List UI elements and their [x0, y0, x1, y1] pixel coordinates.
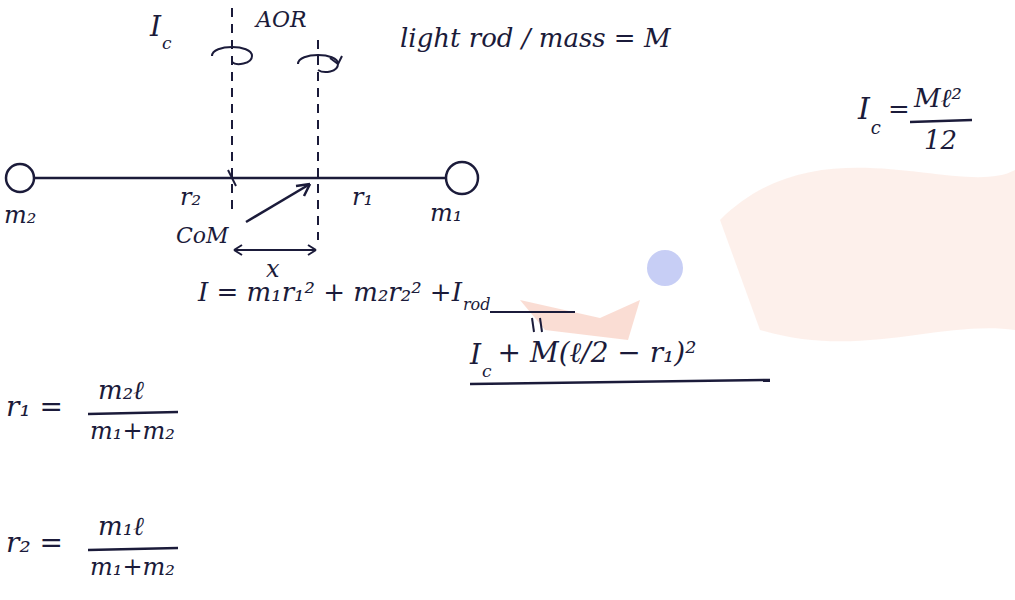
formula-text: I = m₁r₁² + m₂r₂² +: [198, 278, 452, 307]
formula-text: =: [888, 95, 910, 124]
dimension-line: [234, 249, 316, 251]
formula-text: m₂ℓ: [98, 376, 144, 405]
formula-text: 12: [924, 126, 957, 155]
watermark-dot: [647, 250, 683, 286]
formula-text: light rod / mass = M: [400, 24, 671, 53]
fraction-bar: [88, 548, 178, 550]
formula-text: + M(ℓ/2 − r₁)²: [498, 338, 697, 369]
formula-text: r₁: [352, 184, 373, 210]
formula-text: c: [162, 34, 172, 53]
mass-circle: [446, 162, 478, 194]
equals-mark: [532, 318, 534, 332]
formula-text: r₂: [180, 184, 201, 210]
arrow-head: [234, 245, 316, 255]
arrow-head: [296, 184, 310, 196]
watermark-shape: [520, 300, 640, 340]
arrow-head: [330, 56, 342, 64]
equals-mark: [540, 318, 542, 332]
mass-circle: [6, 164, 34, 192]
formula-text: c: [871, 118, 881, 138]
formula-text: r₁ =: [6, 392, 63, 423]
rotation-arrow: [298, 55, 338, 72]
formula-text: rod: [463, 296, 491, 314]
formula-text: I: [470, 340, 481, 371]
formula-text: Mℓ²: [914, 84, 962, 113]
fraction-bar: [910, 120, 972, 122]
rotation-arrow: [212, 47, 252, 64]
formula-text: CoM: [176, 224, 229, 248]
formula-text: m₁+m₂: [90, 554, 175, 580]
formula-text: m₁: [430, 200, 462, 226]
underline: [490, 311, 575, 313]
formula-text: I: [452, 278, 462, 307]
fraction-bar: [88, 412, 178, 414]
formula-text: m₁ℓ: [98, 512, 144, 541]
formula-text: I: [858, 92, 870, 125]
com-arrow: [246, 184, 310, 222]
underline: [470, 380, 770, 384]
formula-text: r₂ =: [6, 528, 63, 559]
formula-text: m₁+m₂: [90, 418, 175, 444]
tick: [228, 170, 236, 186]
formula-text: I: [150, 12, 161, 43]
formula-text: m₂: [4, 202, 36, 228]
rod: [34, 177, 446, 180]
watermark-shape: [720, 168, 1015, 342]
formula-text: AOR: [256, 8, 307, 32]
formula-text: c: [482, 362, 492, 381]
